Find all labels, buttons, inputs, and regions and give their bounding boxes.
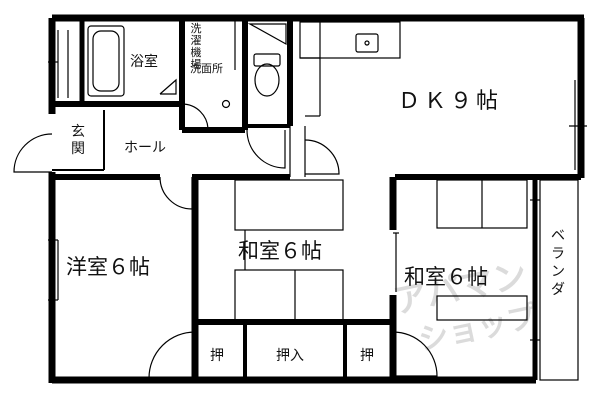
label-dk: ＤＫ９帖 — [398, 89, 502, 114]
label-hall: ホール — [124, 140, 166, 156]
room-labels: ＤＫ９帖 和室６帖 和室６帖 洋室６帖 浴室 洗面所 ホール 押 押入 押 — [66, 53, 502, 364]
label-washitsu-right: 和室６帖 — [404, 265, 488, 289]
door-swings — [13, 103, 438, 379]
label-washitsu-center: 和室６帖 — [238, 239, 322, 263]
label-veranda: ベランダ — [551, 228, 565, 298]
label-washroom: 洗面所 — [190, 62, 223, 75]
label-oshiire-right: 押 — [360, 348, 374, 364]
label-oshiire-center: 押入 — [276, 348, 304, 364]
label-oshiire-left: 押 — [210, 348, 224, 364]
label-genkan: 玄関 — [71, 123, 85, 157]
interior-lines — [48, 18, 587, 381]
label-bath: 浴室 — [130, 53, 158, 70]
label-laundry: 洗濯機場 — [191, 22, 202, 71]
label-youshitsu: 洋室６帖 — [66, 255, 150, 279]
walls — [48, 14, 585, 384]
